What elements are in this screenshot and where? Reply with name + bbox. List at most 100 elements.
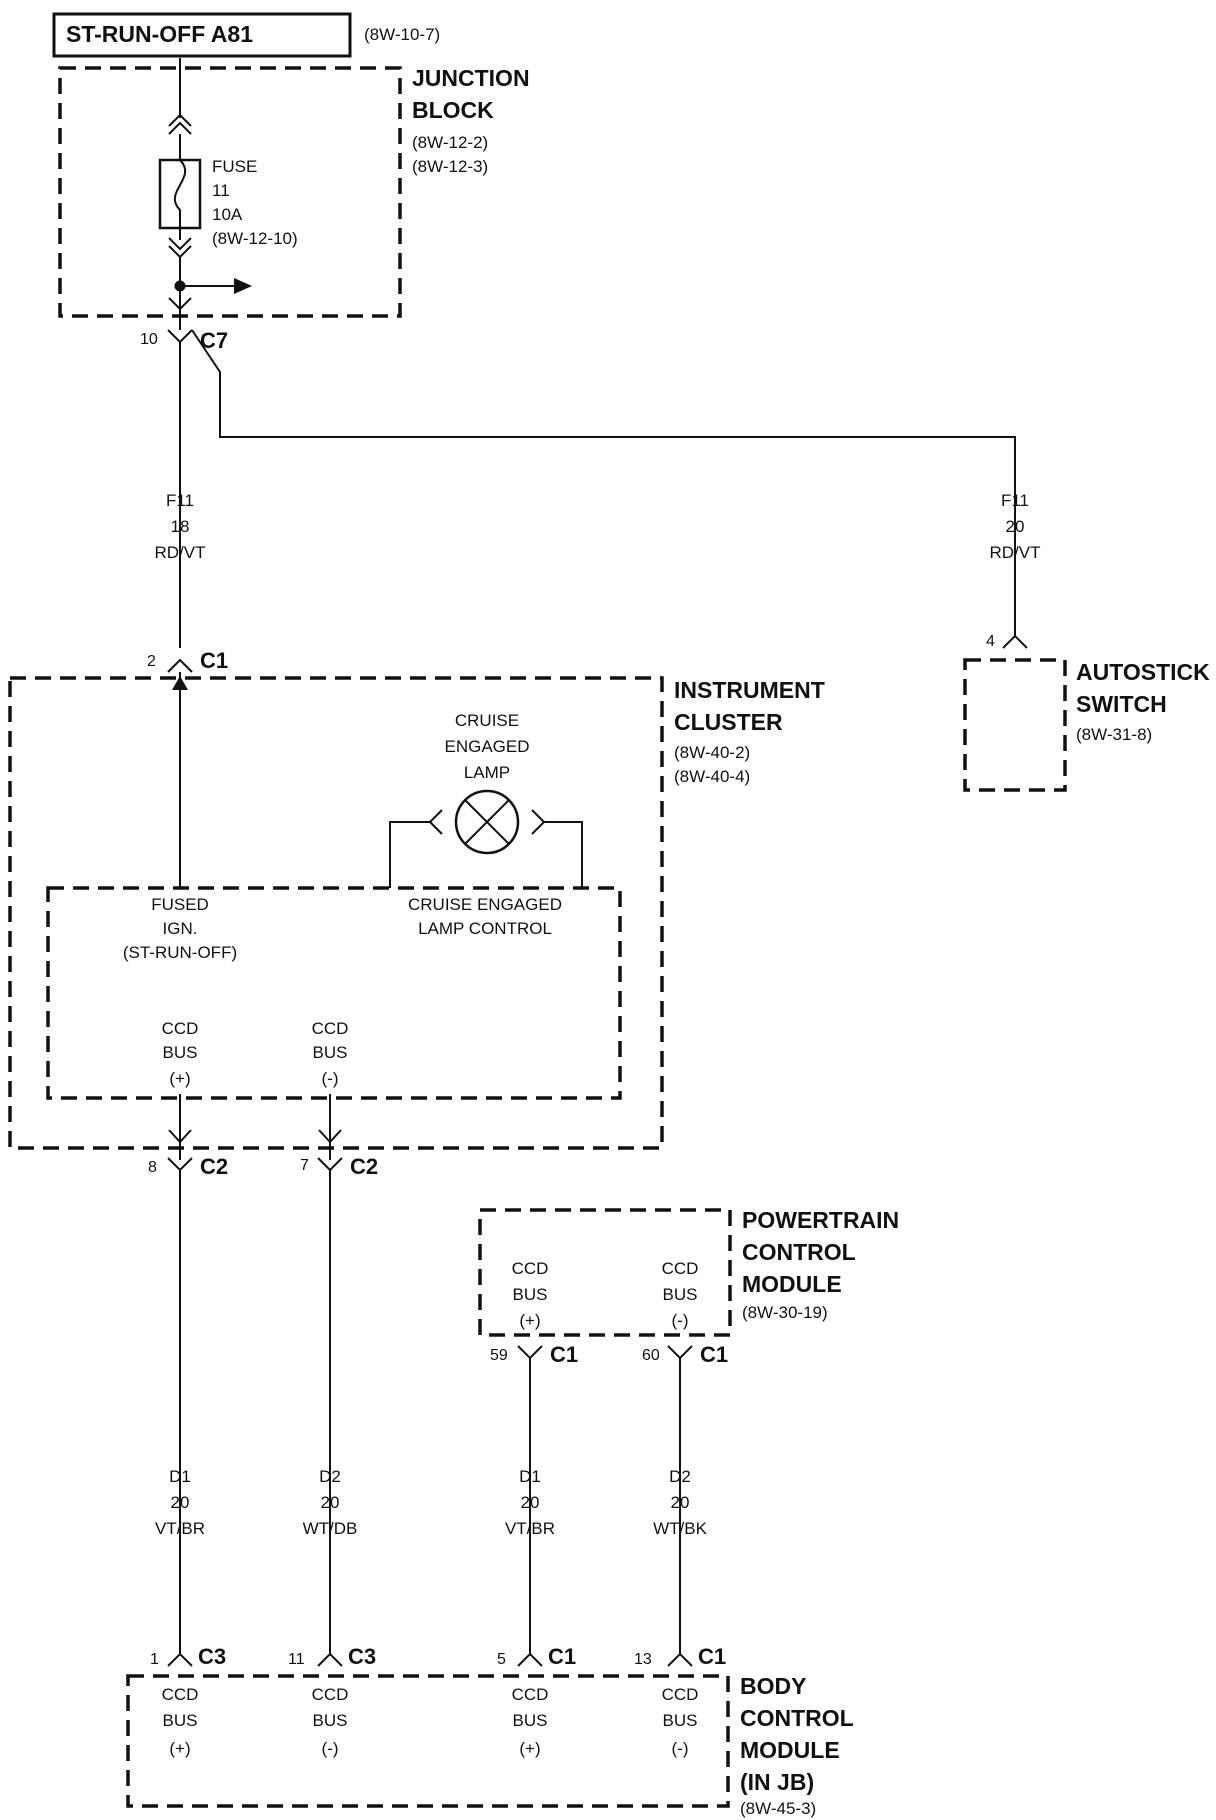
pcm-title-1: POWERTRAIN <box>742 1207 899 1233</box>
lamp-label-2: ENGAGED <box>444 737 529 756</box>
bcm-ccd-1-line-3: (+) <box>169 1739 190 1758</box>
bcm-pin11-connector-label: C3 <box>348 1644 376 1669</box>
bcm-pin5: 5 <box>497 1651 506 1668</box>
cluster-ccd-pos-3: (+) <box>169 1069 190 1088</box>
bcm-ccd-3-line-2: BUS <box>513 1711 548 1730</box>
pcm-neg-pin: 60 <box>642 1347 660 1364</box>
fuse-upper-terminal <box>168 113 192 135</box>
cluster-output-arrows <box>168 1129 342 1144</box>
instrument-cluster-ref-1: (8W-40-2) <box>674 743 750 762</box>
lamp-cross <box>464 799 510 845</box>
fused-ign-arrow-icon <box>172 676 188 690</box>
bcm-pin1: 1 <box>150 1651 159 1668</box>
circuit-title: ST-RUN-OFF A81 <box>66 21 253 47</box>
cluster-ccd-neg-3: (-) <box>322 1069 339 1088</box>
cluster-c1-connector <box>167 658 193 673</box>
bcm-ccd-1-line-2: BUS <box>163 1711 198 1730</box>
wire-2-label-3: WT/DB <box>303 1519 358 1538</box>
bcm-ccd-2-line-1: CCD <box>312 1685 349 1704</box>
wire-3-label-3: VT/BR <box>505 1519 555 1538</box>
wire-autostick-label-3: RD/VT <box>990 543 1041 562</box>
autostick-title-1: AUTOSTICK <box>1076 659 1210 685</box>
wire-1-label-2: 20 <box>171 1493 190 1512</box>
c7-connector <box>167 329 193 344</box>
instrument-cluster-title-2: CLUSTER <box>674 709 783 735</box>
junction-block-box <box>58 66 402 318</box>
pcm-c1-pos-label: C1 <box>550 1342 578 1367</box>
bcm-pin5-connector <box>517 1652 543 1667</box>
splice-arrow-icon <box>234 278 252 294</box>
circuit-title-box <box>52 12 352 58</box>
pcm-ccd-pos-3: (+) <box>519 1311 540 1330</box>
wire-cluster-label-2: 18 <box>171 517 190 536</box>
cluster-ccd-neg-2: BUS <box>313 1043 348 1062</box>
wire-1-label-1: D1 <box>169 1467 191 1486</box>
cluster-ccd-pos-1: CCD <box>162 1019 199 1038</box>
bcm-title-2: CONTROL <box>740 1705 854 1731</box>
cluster-c2-pos-pin: 8 <box>148 1159 157 1176</box>
lamp-wires <box>389 821 583 888</box>
cluster-ccd-neg-1: CCD <box>312 1019 349 1038</box>
pcm-ccd-neg-2: BUS <box>663 1285 698 1304</box>
junction-block-ref-1: (8W-12-2) <box>412 133 488 152</box>
bcm-ref: (8W-45-3) <box>740 1799 816 1818</box>
wire-cluster-label-1: F11 <box>166 491 194 510</box>
wire-3-label-2: 20 <box>521 1493 540 1512</box>
cluster-c2-pos-label: C2 <box>200 1154 228 1179</box>
bcm-ccd-4-line-1: CCD <box>662 1685 699 1704</box>
instrument-cluster-title-1: INSTRUMENT <box>674 677 825 703</box>
wire-1-label-3: VT/BR <box>155 1519 205 1538</box>
pcm-box <box>478 1208 732 1337</box>
pcm-title-3: MODULE <box>742 1271 842 1297</box>
autostick-connector <box>1002 634 1028 649</box>
bcm-pin1-connector-label: C3 <box>198 1644 226 1669</box>
fuse-label-4: (8W-12-10) <box>212 229 298 248</box>
bcm-ccd-1-line-1: CCD <box>162 1685 199 1704</box>
junction-block-title-1: JUNCTION <box>412 65 530 91</box>
cluster-ccd-pos-2: BUS <box>163 1043 198 1062</box>
wire-2-label-2: 20 <box>321 1493 340 1512</box>
wire-4-label-3: WT/BK <box>653 1519 707 1538</box>
pcm-c1-neg-label: C1 <box>700 1342 728 1367</box>
fuse-element <box>173 159 187 228</box>
fuse-label-3: 10A <box>212 205 243 224</box>
junction-block-ref-2: (8W-12-3) <box>412 157 488 176</box>
wire-4-label-2: 20 <box>671 1493 690 1512</box>
autostick-title-2: SWITCH <box>1076 691 1167 717</box>
bus-wire-labels: D1 20 VT/BR D2 20 WT/DB D1 20 VT/BR D2 2… <box>155 1467 708 1538</box>
bcm-ccd-2-line-3: (-) <box>322 1739 339 1758</box>
bcm-ccd-4-line-2: BUS <box>663 1711 698 1730</box>
bcm-ccd-3-line-3: (+) <box>519 1739 540 1758</box>
lamp-label-1: CRUISE <box>455 711 519 730</box>
fuse-label-1: FUSE <box>212 157 257 176</box>
pcm-ccd-pos-2: BUS <box>513 1285 548 1304</box>
c7-pin: 10 <box>140 331 158 348</box>
autostick-ref: (8W-31-8) <box>1076 725 1152 744</box>
autostick-pin: 4 <box>986 633 995 650</box>
bcm-pin1-connector <box>167 1652 193 1667</box>
fused-ign-label-3: (ST-RUN-OFF) <box>123 943 237 962</box>
lamp-control-label-1: CRUISE ENGAGED <box>408 895 562 914</box>
autostick-switch-box <box>963 658 1067 792</box>
lamp-icon <box>454 789 520 855</box>
cluster-control-box <box>46 886 622 1100</box>
pcm-c1-neg-connector <box>667 1345 693 1360</box>
fused-ign-label-2: IGN. <box>163 919 198 938</box>
pcm-c1-pos-connector <box>517 1345 543 1360</box>
bcm-ccd-4-line-3: (-) <box>672 1739 689 1758</box>
fuse-label-2: 11 <box>212 181 230 200</box>
bcm-title-3: MODULE <box>740 1737 840 1763</box>
bcm-ccd-3-line-1: CCD <box>512 1685 549 1704</box>
bcm-box <box>126 1674 730 1808</box>
pcm-ccd-pos-1: CCD <box>512 1259 549 1278</box>
cluster-c1-pin: 2 <box>147 653 156 670</box>
pcm-ccd-neg-1: CCD <box>662 1259 699 1278</box>
c7-upper-chevron <box>168 297 192 311</box>
bcm-title-4: (IN JB) <box>740 1769 814 1795</box>
instrument-cluster-ref-2: (8W-40-4) <box>674 767 750 786</box>
instrument-cluster-box <box>8 676 664 1150</box>
pcm-ref: (8W-30-19) <box>742 1303 828 1322</box>
lamp-control-label-2: LAMP CONTROL <box>418 919 552 938</box>
wire-cluster-label-3: RD/VT <box>155 543 206 562</box>
